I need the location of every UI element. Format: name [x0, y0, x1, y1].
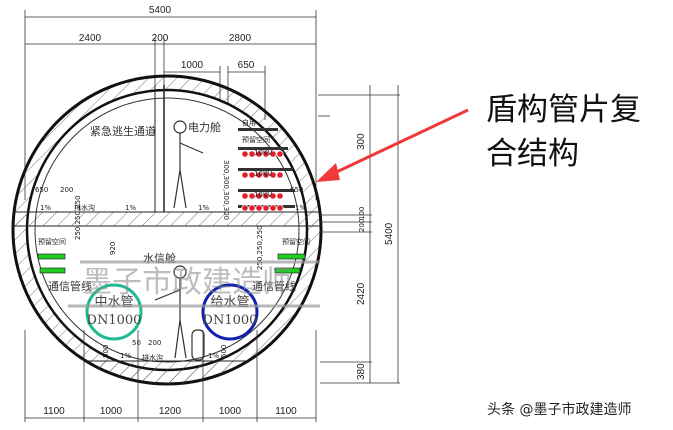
dim-comm-spacing-right: 250,250,250: [256, 225, 264, 270]
kv-label-1: 10KV: [254, 149, 272, 157]
cable: [255, 150, 263, 158]
dim-500-right: 500: [220, 345, 228, 358]
dim-920: 920: [109, 242, 117, 255]
dim-top-mid: 200: [152, 33, 169, 44]
cable-bundles: [241, 150, 284, 212]
cable: [262, 150, 270, 158]
dim-right-300: 300: [356, 133, 367, 150]
bottom-dimensions: [24, 330, 317, 422]
dim-200-drain: 200: [148, 339, 161, 347]
callout-line-1: 盾构管片复: [486, 92, 641, 128]
reclaimed-water-pipe: [85, 283, 143, 341]
cable: [276, 192, 284, 200]
reserve-top-label: 自用: [242, 118, 256, 127]
slope-label-3: 1%: [198, 204, 209, 212]
worker-figure-bottom: [154, 265, 205, 361]
cable: [255, 192, 263, 200]
credit-text: 头条 @墨子市政建造师: [487, 402, 632, 418]
dim-rack-spacing: 300,300,300,300: [222, 160, 230, 220]
dim-bottom-4: 1000: [219, 406, 242, 417]
cable: [255, 204, 263, 212]
dim-right-200: 200: [358, 219, 366, 232]
cable: [262, 171, 270, 179]
cable: [262, 192, 270, 200]
worker-figure-top: [173, 120, 204, 209]
right-dimensions: [318, 85, 400, 384]
kv-label-3: 10KV: [254, 191, 272, 199]
reserve-power-label: 预留空间: [242, 135, 270, 144]
dim-50: 50: [132, 339, 141, 347]
dim-rack-width: 650: [238, 60, 255, 71]
cable: [248, 192, 256, 200]
comm-left-label: 通信管线: [48, 279, 92, 293]
slope-label-2: 1%: [125, 204, 136, 212]
reserve-left-label: 预留空间: [38, 237, 66, 246]
cable: [269, 171, 277, 179]
slope-label-4: 1%: [295, 204, 306, 212]
callout-line-2: 合结构: [486, 136, 579, 172]
slope-label-6: 1%: [208, 352, 219, 360]
comm-lines: [37, 253, 306, 274]
supply-water-pipe: [201, 283, 259, 341]
cable: [276, 150, 284, 158]
dim-bottom-2: 1000: [100, 406, 123, 417]
dim-bottom-3: 1200: [159, 406, 182, 417]
cable: [248, 150, 256, 158]
escape-passage-label: 紧急逃生通道: [90, 124, 156, 138]
callout-text: 盾构管片复 合结构: [486, 88, 673, 176]
cable: [276, 171, 284, 179]
dim-top-right: 2800: [229, 33, 252, 44]
cable: [269, 204, 277, 212]
dim-right-100: 100: [358, 207, 366, 220]
cable: [269, 150, 277, 158]
cable: [262, 204, 270, 212]
cable: [276, 204, 284, 212]
dim-left-650: 650: [35, 186, 48, 194]
dim-right-2420: 2420: [356, 282, 367, 305]
dim-500-left: 500: [102, 345, 110, 358]
cable: [241, 204, 249, 212]
dim-right-650: 650: [290, 186, 303, 194]
dim-top-total: 5400: [149, 5, 172, 16]
power-compartment-label: 电力舱: [188, 120, 221, 134]
cable: [241, 150, 249, 158]
dim-bottom-5: 1100: [275, 406, 297, 417]
dim-bottom-1: 1100: [43, 406, 65, 417]
dim-right-total: 5400: [384, 222, 395, 245]
comm-right-label: 通信管线: [252, 279, 296, 293]
slope-label-1: 1%: [40, 204, 51, 212]
kv-label-2: 10KV: [254, 170, 272, 178]
dim-comm-spacing-left: 250,250,250: [74, 195, 82, 240]
cable: [269, 192, 277, 200]
dim-right-380: 380: [356, 363, 367, 380]
dim-top-left: 2400: [79, 33, 102, 44]
cable: [248, 171, 256, 179]
dim-left-200: 200: [60, 186, 73, 194]
slope-label-5: 1%: [120, 352, 131, 360]
watermark: 墨子市政建造师: [82, 265, 292, 300]
drain-label-top: 排水沟: [74, 203, 95, 212]
cable: [248, 204, 256, 212]
cable: [241, 171, 249, 179]
supply-pipe-size: DN1000: [203, 313, 258, 328]
callout-arrow: [316, 108, 469, 182]
reserve-right-label: 预留空间: [282, 237, 310, 246]
reclaimed-pipe-size: DN1000: [87, 313, 142, 328]
shield-segment-ring: [11, 74, 323, 386]
cable: [255, 171, 263, 179]
dim-power-width: 1000: [181, 60, 204, 71]
cable: [241, 192, 249, 200]
drain-label-bottom: 排水沟: [142, 353, 163, 362]
